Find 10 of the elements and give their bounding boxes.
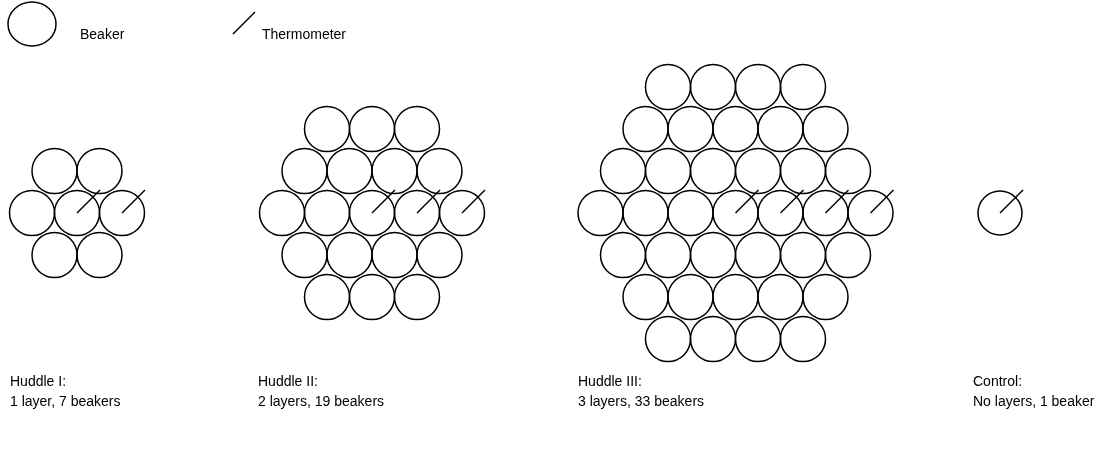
legend-label: Thermometer — [262, 26, 347, 43]
caption-text: 2 layers, 19 beakers — [258, 393, 385, 410]
caption-text: No layers, 1 beaker — [973, 393, 1095, 410]
caption-text: Huddle II: — [258, 373, 318, 390]
caption-text: 3 layers, 33 beakers — [578, 393, 705, 410]
caption-text: Control: — [973, 373, 1023, 390]
caption-text: Huddle III: — [578, 373, 642, 390]
caption-text: 1 layer, 7 beakers — [10, 393, 121, 410]
legend-label: Beaker — [80, 26, 125, 43]
caption-text: Huddle I: — [10, 373, 67, 390]
